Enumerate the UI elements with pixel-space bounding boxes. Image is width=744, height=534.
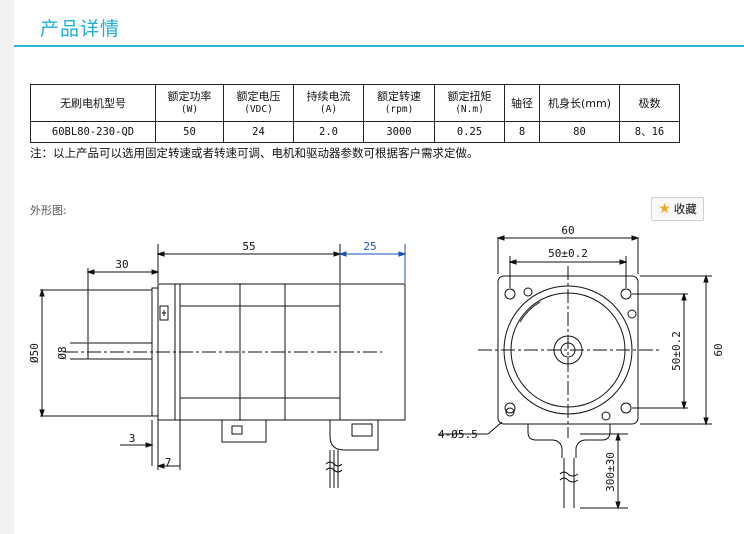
table-cell: 8、16: [619, 121, 680, 143]
mount-hole: [504, 288, 516, 300]
mount-hole: [620, 288, 632, 300]
favorite-button[interactable]: ★ 收藏: [651, 197, 704, 221]
section-header: 产品详情: [14, 0, 744, 46]
outline-label: 外形图:: [30, 204, 67, 217]
table-cell: 3000: [363, 121, 435, 143]
dim-shaft: Ø8: [56, 346, 69, 359]
spec-note: 注：以上产品可以选用固定转速或者转速可调、电机和驱动器参数可根据客户需求定做。: [30, 146, 479, 160]
dim-shaft-pilot: 7: [165, 456, 172, 469]
outline-drawing: 55 25 30 Ø50 Ø8 3 7 60 50±0.2 50±0.2 60 …: [28, 226, 725, 510]
dim-width: 60: [561, 226, 574, 237]
table-cell: 24: [223, 121, 294, 143]
table-cell: 80: [539, 121, 620, 143]
table-header-cell: 轴径: [504, 84, 540, 122]
spec-table: 无刷电机型号 额定功率(W) 额定电压(VDC) 持续电流(A) 额定转速(rp…: [30, 84, 680, 143]
table-header-cell: 机身长(mm): [539, 84, 620, 122]
table-header-cell: 额定转速(rpm): [363, 84, 435, 122]
terminal-block: [221, 419, 267, 443]
table-header-row: 无刷电机型号 额定功率(W) 额定电压(VDC) 持续电流(A) 额定转速(rp…: [30, 84, 680, 122]
section-title: 产品详情: [40, 18, 121, 40]
star-icon: ★: [658, 201, 671, 217]
dim-rear: 25: [363, 240, 376, 253]
dim-hole-pitch-y: 50±0.2: [670, 331, 683, 371]
table-cell: 2.0: [293, 121, 364, 143]
table-row: 60BL80-230-QD 50 24 2.0 3000 0.25 8 80 8…: [30, 121, 680, 143]
dim-step: 3: [129, 432, 136, 445]
table-header-cell: 额定扭矩(N.m): [434, 84, 505, 122]
dim-length: 55: [242, 240, 255, 253]
table-cell: 8: [504, 121, 540, 143]
screw-marker: [159, 305, 169, 321]
dim-holes: 4-Ø5.5: [438, 428, 478, 441]
mount-hole: [620, 402, 632, 414]
table-cell: 60BL80-230-QD: [30, 121, 156, 143]
front-view: [438, 235, 712, 510]
mount-hole: [504, 402, 516, 414]
dim-flange: 30: [115, 258, 128, 271]
favorite-label: 收藏: [673, 202, 697, 216]
page-left-margin: [0, 0, 14, 534]
dim-lead: 300±30: [604, 452, 617, 492]
motor-shaft: [87, 342, 153, 360]
table-header-cell: 无刷电机型号: [30, 84, 156, 122]
dim-hole-pitch-x: 50±0.2: [548, 247, 588, 260]
table-header-cell: 极数: [619, 84, 680, 122]
table-header-cell: 额定电压(VDC): [223, 84, 294, 122]
dim-diameter: Ø50: [28, 343, 41, 363]
header-divider: [14, 45, 744, 47]
table-header-cell: 额定功率(W): [155, 84, 224, 122]
table-header-cell: 持续电流(A): [293, 84, 364, 122]
side-view: [39, 244, 407, 488]
table-cell: 0.25: [434, 121, 505, 143]
table-cell: 50: [155, 121, 224, 143]
dim-height: 60: [712, 343, 725, 356]
